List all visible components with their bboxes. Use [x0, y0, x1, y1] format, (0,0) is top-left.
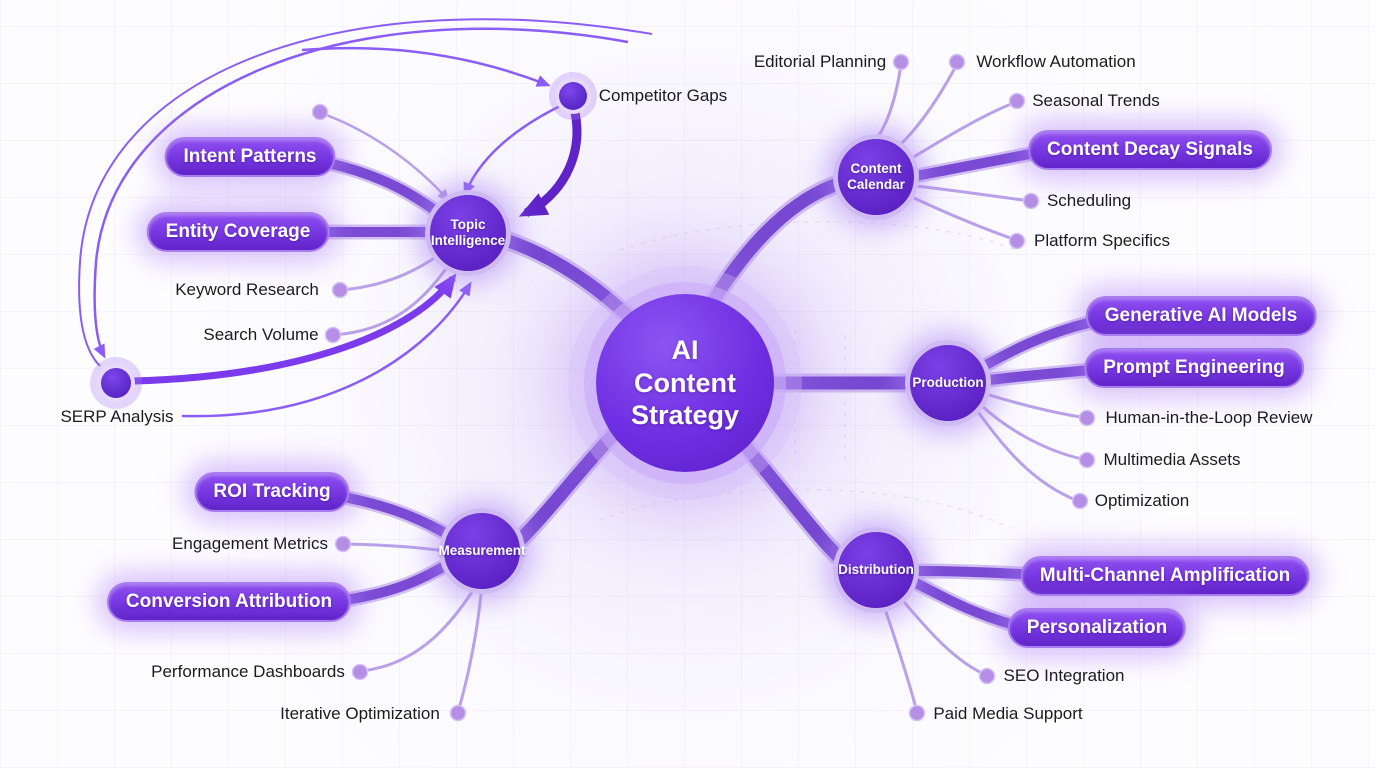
leaf-multimedia-assets: Multimedia Assets [1103, 450, 1241, 469]
pill-label: Prompt Engineering [1103, 357, 1285, 378]
pill-label: Generative AI Models [1104, 305, 1298, 326]
center-node: AI Content Strategy [596, 294, 774, 472]
pill-label: Content Decay Signals [1047, 139, 1253, 160]
leaf-dots [311, 53, 1096, 722]
node-entity-coverage: Entity Coverage [146, 212, 330, 252]
branch-label: Topic Intelligence [430, 217, 506, 248]
branch-label: Distribution [838, 562, 914, 578]
leaf-serp-analysis: SERP Analysis [60, 407, 174, 426]
leaf-engagement-metrics: Engagement Metrics [172, 534, 328, 553]
branch-label: Production [912, 375, 984, 391]
arrow-cg-to-topic-thick [518, 111, 582, 218]
pill-label: Multi-Channel Amplification [1039, 565, 1291, 586]
leaf-seasonal-trends: Seasonal Trends [1032, 91, 1160, 110]
node-conversion-attribution: Conversion Attribution [106, 582, 352, 622]
node-content-decay-signals: Content Decay Signals [1028, 130, 1272, 170]
leaf-human-in-the-loop-review: Human-in-the-Loop Review [1105, 408, 1313, 427]
pill-label: ROI Tracking [213, 481, 331, 502]
pill-label: Entity Coverage [165, 221, 311, 242]
competitor-gaps-node [549, 72, 597, 120]
branch-node-topic-intelligence: Topic Intelligence [425, 190, 511, 276]
center-node-label: AI Content Strategy [630, 335, 740, 431]
leaf-iterative-optimization: Iterative Optimization [280, 704, 440, 723]
node-multi-channel-amplification: Multi-Channel Amplification [1020, 556, 1310, 596]
arrow-cg-to-topic-thin [463, 104, 561, 197]
arrow-serp-to-topic-thick [133, 273, 457, 385]
edge-center-content-calendar [707, 177, 845, 307]
pill-label: Conversion Attribution [125, 591, 333, 612]
node-personalization: Personalization [1007, 608, 1187, 648]
leaf-seo-integration: SEO Integration [1003, 666, 1125, 685]
branch-node-distribution: Distribution [833, 527, 919, 613]
leaf-performance-dashboards: Performance Dashboards [151, 662, 345, 681]
leaf-keyword-research: Keyword Research [175, 280, 319, 299]
leaf-workflow-automation: Workflow Automation [976, 52, 1136, 71]
node-prompt-engineering: Prompt Engineering [1084, 348, 1304, 388]
arrow-serp-label-to-topic [181, 281, 472, 418]
branch-label: Measurement [438, 543, 526, 559]
arrow-dot-to-topic [320, 111, 450, 203]
leaf-competitor-gaps: Competitor Gaps [598, 86, 728, 105]
edge-center-measurement [515, 427, 621, 545]
leaf-editorial-planning: Editorial Planning [753, 52, 887, 71]
arc-to-serp-outer [78, 18, 653, 367]
branch-node-measurement: Measurement [438, 508, 526, 594]
edge-center-distribution [733, 433, 847, 565]
pill-label: Personalization [1026, 617, 1168, 638]
leaf-optimization: Optimization [1094, 491, 1190, 510]
branch-node-content-calendar: Content Calendar [833, 134, 919, 220]
leaf-paid-media-support: Paid Media Support [933, 704, 1083, 723]
leaf-search-volume: Search Volume [203, 325, 319, 344]
arc-to-serp-inner [93, 27, 629, 359]
leaf-platform-specifics: Platform Specifics [1033, 231, 1171, 250]
cross-link-arcs [78, 18, 653, 418]
node-roi-tracking: ROI Tracking [194, 472, 350, 512]
decor-dashed-lines [599, 221, 1021, 529]
pill-label: Intent Patterns [183, 146, 317, 167]
serp-analysis-node [90, 357, 142, 409]
node-intent-patterns: Intent Patterns [164, 137, 336, 177]
branch-label: Content Calendar [847, 161, 905, 192]
node-generative-ai-models: Generative AI Models [1085, 296, 1317, 336]
leaf-scheduling: Scheduling [1046, 191, 1132, 210]
branch-node-production: Production [905, 340, 991, 426]
arrow-into-competitor-gaps [301, 46, 551, 87]
